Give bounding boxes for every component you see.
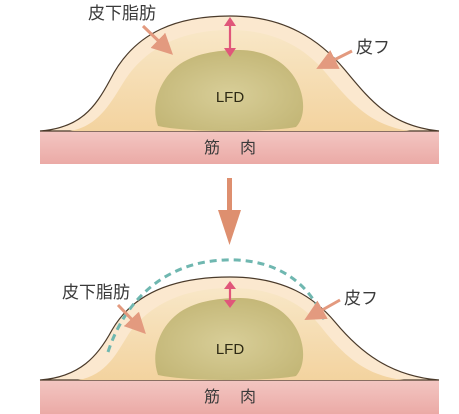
subcutaneous-fat-label: 皮下脂肪 [62, 283, 130, 303]
down-arrow-icon [218, 178, 241, 245]
lfd-blob [155, 298, 304, 380]
skin-label: 皮フ [344, 289, 378, 309]
double-arrow-icon [224, 281, 236, 308]
lfd-blob [155, 50, 304, 131]
panel-after: 筋 肉 LFD 皮下脂肪 皮フ [39, 258, 440, 414]
lfd-label: LFD [216, 89, 245, 106]
muscle-layer [40, 131, 439, 164]
lfd-label: LFD [216, 341, 245, 358]
skin-pointer-arrow [316, 49, 353, 69]
previous-contour-dashed-curve [106, 258, 327, 353]
subcutaneous-fat-label: 皮下脂肪 [88, 4, 156, 24]
skin-label: 皮フ [356, 38, 390, 58]
fat-pointer-arrow [116, 303, 146, 335]
double-arrow-icon [224, 17, 236, 57]
muscle-label: 筋 肉 [204, 138, 258, 157]
panel-before: 筋 肉 LFD 皮下脂肪 皮フ [39, 4, 440, 164]
muscle-label: 筋 肉 [204, 387, 258, 406]
skin-pointer-arrow [304, 298, 341, 321]
fat-pointer-arrow [141, 24, 174, 55]
muscle-layer [40, 380, 439, 414]
